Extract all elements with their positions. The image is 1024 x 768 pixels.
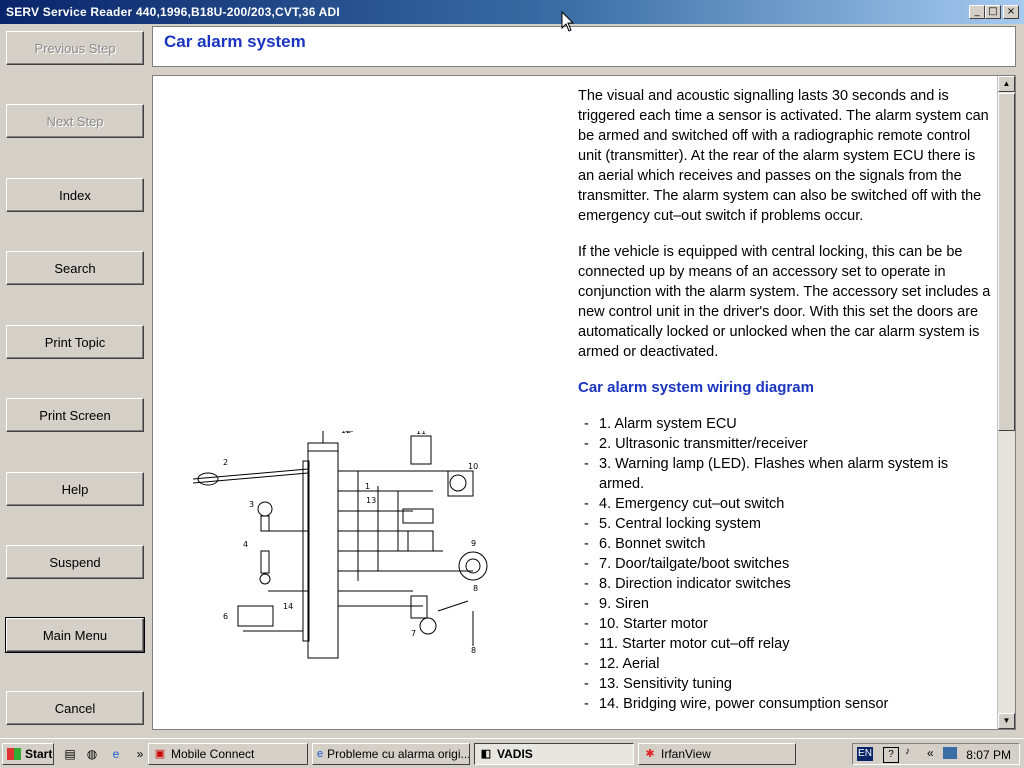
- next-step-button[interactable]: Next Step: [6, 104, 144, 138]
- clock[interactable]: 8:07 PM: [966, 748, 1011, 762]
- title-bar: SERV Service Reader 440,1996,B18U-200/20…: [0, 0, 1024, 24]
- window-title: SERV Service Reader 440,1996,B18U-200/20…: [6, 5, 340, 19]
- start-label: Start: [25, 747, 53, 761]
- svg-text:9: 9: [471, 539, 476, 548]
- list-item: 9. Siren: [578, 594, 992, 614]
- svg-text:8: 8: [473, 584, 478, 593]
- volume-icon[interactable]: ♪: [905, 746, 910, 757]
- list-item: 8. Direction indicator switches: [578, 574, 992, 594]
- mouse-cursor-icon: [561, 11, 575, 32]
- start-button[interactable]: Start: [2, 743, 54, 765]
- list-item: 11. Starter motor cut–off relay: [578, 634, 992, 654]
- main-menu-button[interactable]: Main Menu: [5, 617, 145, 653]
- svg-text:11: 11: [416, 431, 426, 436]
- task-irfanview[interactable]: ✱ IrfanView: [638, 743, 796, 765]
- minimize-button[interactable]: _: [969, 5, 985, 19]
- task-label: IrfanView: [661, 747, 711, 761]
- list-item: 6. Bonnet switch: [578, 534, 992, 554]
- quicklaunch-overflow-icon[interactable]: »: [136, 747, 144, 761]
- help-icon[interactable]: ?: [883, 747, 899, 763]
- language-indicator[interactable]: EN: [857, 747, 873, 761]
- irfanview-icon: ✱: [645, 748, 655, 760]
- windows-logo-icon: [7, 748, 21, 760]
- scroll-up-button[interactable]: ▲: [998, 76, 1015, 92]
- header-box: Car alarm system: [152, 26, 1016, 67]
- vadis-icon: ◧: [480, 748, 492, 760]
- list-item: 3. Warning lamp (LED). Flashes when alar…: [578, 454, 992, 494]
- browser-icon: e: [317, 748, 324, 760]
- task-vadis[interactable]: ◧ VADIS: [474, 743, 634, 765]
- svg-text:7: 7: [411, 629, 416, 638]
- system-tray: EN ? ♪ « 8:07 PM: [852, 743, 1020, 765]
- scroll-down-button[interactable]: ▼: [998, 713, 1015, 729]
- list-item: 12. Aerial: [578, 654, 992, 674]
- taskbar: Start ▤ ◍ e » ▣ Mobile Connect e Problem…: [0, 738, 1024, 768]
- print-screen-button[interactable]: Print Screen: [6, 398, 144, 432]
- svg-text:1: 1: [365, 482, 370, 491]
- svg-text:8: 8: [471, 646, 476, 655]
- task-label: Probleme cu alarma origi...: [327, 747, 470, 761]
- close-button[interactable]: ×: [1003, 5, 1019, 19]
- wiring-diagram-heading: Car alarm system wiring diagram: [578, 379, 814, 396]
- mobile-connect-icon: ▣: [154, 748, 166, 760]
- paragraph-2: If the vehicle is equipped with central …: [578, 244, 991, 360]
- scroll-thumb[interactable]: [998, 93, 1015, 431]
- svg-text:2: 2: [223, 458, 228, 467]
- svg-text:13: 13: [366, 496, 376, 505]
- help-button[interactable]: Help: [6, 472, 144, 506]
- print-topic-button[interactable]: Print Topic: [6, 325, 144, 359]
- task-mobile-connect[interactable]: ▣ Mobile Connect: [148, 743, 308, 765]
- list-item: 7. Door/tailgate/boot switches: [578, 554, 992, 574]
- previous-step-button[interactable]: Previous Step: [6, 31, 144, 65]
- content-pane: 1 12 11 10 2 3 13 1 9 14 6 8 7 8 4 The v…: [152, 75, 1016, 730]
- list-item: 4. Emergency cut–out switch: [578, 494, 992, 514]
- show-desktop-icon[interactable]: ▤: [64, 747, 76, 761]
- svg-text:6: 6: [223, 612, 228, 621]
- suspend-button[interactable]: Suspend: [6, 545, 144, 579]
- vertical-scrollbar[interactable]: ▲ ▼: [997, 76, 1015, 729]
- svg-text:3: 3: [249, 500, 254, 509]
- svg-text:4: 4: [243, 540, 248, 549]
- list-item: 5. Central locking system: [578, 514, 992, 534]
- search-button[interactable]: Search: [6, 251, 144, 285]
- cancel-button[interactable]: Cancel: [6, 691, 144, 725]
- task-label: Mobile Connect: [171, 747, 255, 761]
- browser-quicklaunch-icon[interactable]: ◍: [86, 747, 98, 761]
- list-item: 2. Ultrasonic transmitter/receiver: [578, 434, 992, 454]
- svg-text:10: 10: [468, 462, 478, 471]
- parts-list: 1. Alarm system ECU 2. Ultrasonic transm…: [578, 414, 992, 714]
- task-browser-page[interactable]: e Probleme cu alarma origi...: [312, 743, 470, 765]
- tray-expand-icon[interactable]: «: [927, 746, 934, 760]
- page-title: Car alarm system: [164, 32, 306, 51]
- maximize-button[interactable]: □: [985, 5, 1001, 19]
- paragraph-1: The visual and acoustic signalling lasts…: [578, 88, 989, 224]
- article-text: The visual and acoustic signalling lasts…: [578, 86, 992, 714]
- list-item: 10. Starter motor: [578, 614, 992, 634]
- list-item: 14. Bridging wire, power consumption sen…: [578, 694, 992, 714]
- list-item: 13. Sensitivity tuning: [578, 674, 992, 694]
- wiring-diagram-image: 1 12 11 10 2 3 13 1 9 14 6 8 7 8 4: [192, 431, 488, 659]
- list-item: 1. Alarm system ECU: [578, 414, 992, 434]
- network-icon[interactable]: [943, 747, 957, 759]
- task-label: VADIS: [497, 747, 533, 761]
- internet-explorer-icon[interactable]: e: [112, 747, 120, 761]
- svg-text:14: 14: [283, 602, 293, 611]
- index-button[interactable]: Index: [6, 178, 144, 212]
- svg-text:12: 12: [341, 431, 351, 435]
